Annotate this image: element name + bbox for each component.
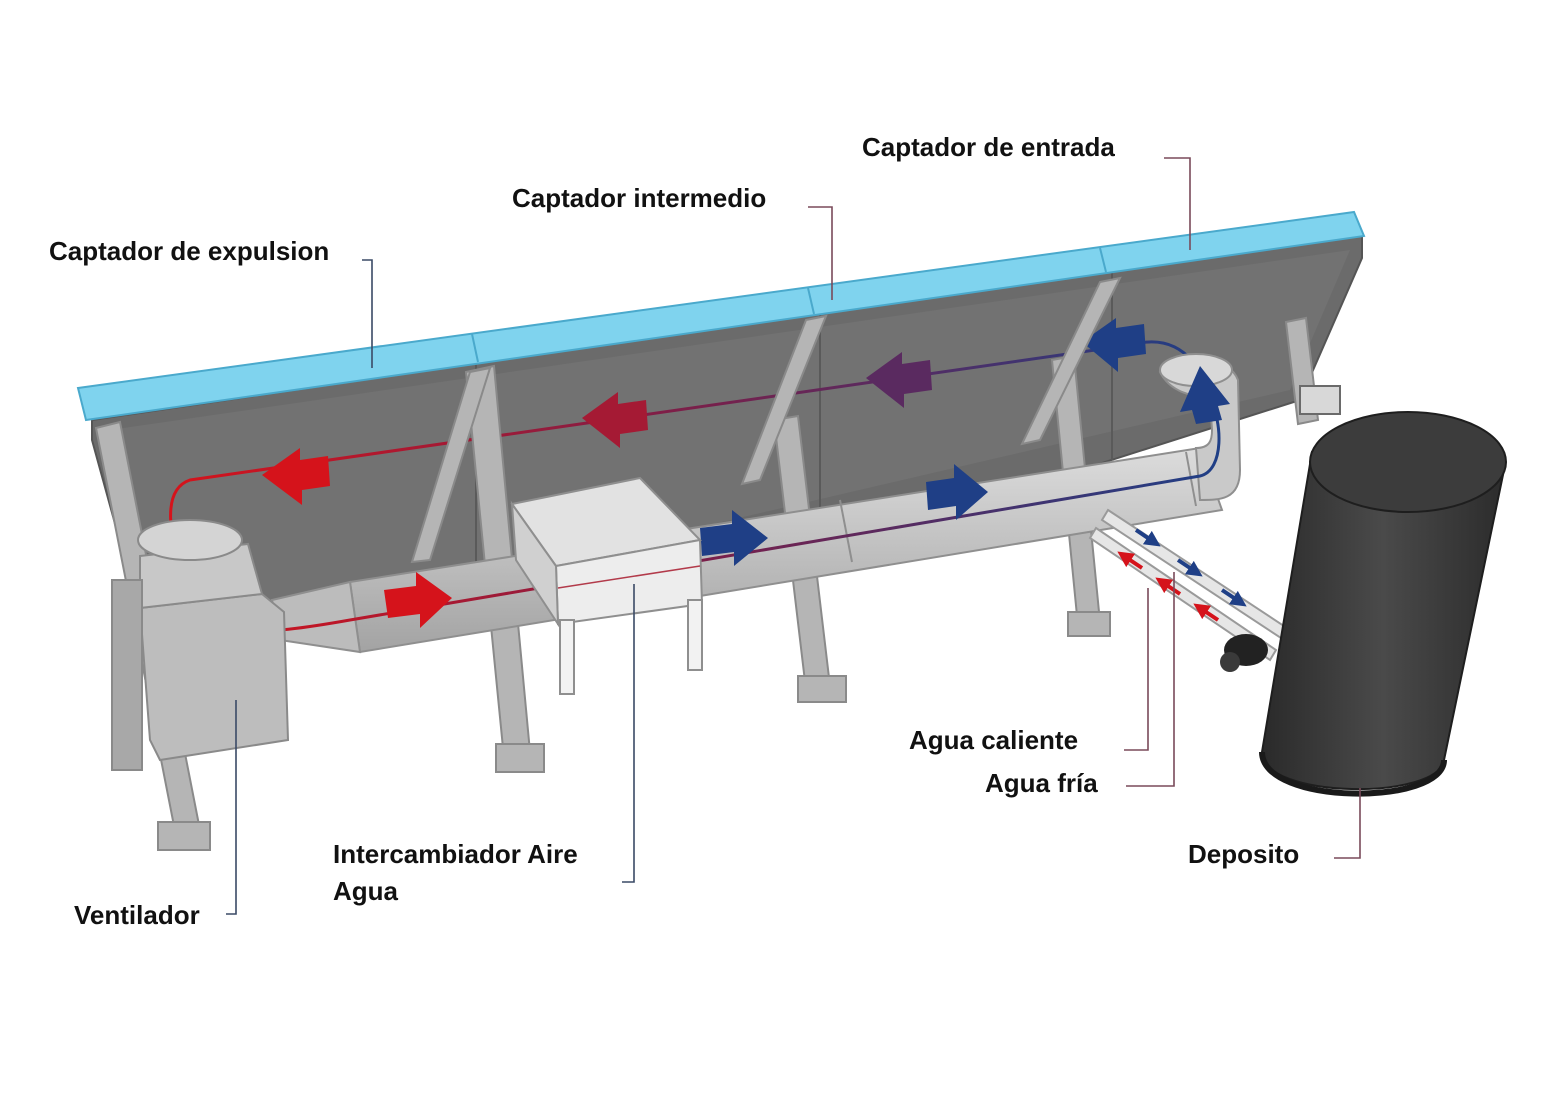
- pipe-cold-arrow: [1220, 588, 1247, 607]
- pipe-hot-arrow: [1193, 603, 1220, 622]
- pipe-hot-arrow: [1155, 577, 1182, 596]
- label-captador-expulsion: Captador de expulsion: [49, 236, 330, 266]
- panel-glazing-top: [76, 210, 1366, 422]
- exchanger-leg: [687, 599, 703, 671]
- support-brace: [740, 314, 828, 486]
- label-deposito: Deposito: [1188, 839, 1300, 869]
- exchanger-flow-line: [557, 565, 701, 589]
- glazing-joint: [807, 287, 815, 315]
- hot-arrow-right: [384, 572, 452, 628]
- pipe-cold-arrow: [1134, 528, 1161, 547]
- leader-captador-intermedio: [808, 206, 833, 300]
- controller-box: [1299, 385, 1341, 415]
- storage-tank: [1259, 411, 1507, 797]
- label-intercambiador-line2: Agua: [333, 876, 398, 906]
- collector-panel-array: [76, 210, 1366, 642]
- cold-arrow-right: [926, 464, 988, 520]
- warm-arrow-left: [582, 392, 648, 448]
- fan-inlet: [137, 519, 243, 561]
- leader-captador-entrada: [1164, 157, 1191, 250]
- glazing-joint: [1099, 247, 1107, 273]
- leader-agua-caliente: [1124, 588, 1149, 751]
- label-agua-caliente: Agua caliente: [909, 725, 1079, 755]
- panel-face-shade: [110, 250, 1350, 620]
- support-foot: [1067, 611, 1111, 637]
- leader-ventilador: [226, 700, 237, 915]
- label-agua-fria: Agua fría: [985, 768, 1098, 798]
- pump-motor: [1220, 652, 1240, 672]
- label-captador-intermedio: Captador intermedio: [512, 183, 767, 213]
- support-brace: [410, 366, 492, 564]
- cold-arrow-up: [1180, 366, 1230, 424]
- fan-side-plate: [111, 579, 143, 771]
- label-intercambiador-line1: Intercambiador Aire: [333, 839, 578, 869]
- support-brace: [1020, 276, 1122, 446]
- leader-agua-fria: [1126, 572, 1175, 787]
- fan-housing: [138, 592, 290, 762]
- mixed-arrow-left: [866, 352, 932, 408]
- tank-bottom-ring: [1259, 751, 1447, 797]
- fan-unit: [111, 519, 290, 771]
- tank-top: [1309, 411, 1507, 513]
- label-captador-entrada: Captador de entrada: [862, 132, 1115, 162]
- hot-arrow-left: [262, 448, 330, 505]
- exchanger-leg: [559, 619, 575, 695]
- label-ventilador: Ventilador: [74, 900, 200, 930]
- leader-intercambiador: [622, 584, 635, 883]
- pipe-hot: [1088, 526, 1278, 662]
- leader-deposito: [1334, 788, 1361, 859]
- support-foot: [495, 743, 545, 773]
- leader-lines: [226, 157, 1361, 915]
- pipe-hot-arrow: [1117, 551, 1144, 570]
- pipe-cold: [1100, 508, 1292, 642]
- heat-exchanger: [510, 476, 704, 695]
- exchanger-side: [510, 500, 560, 628]
- leader-captador-expulsion: [362, 259, 373, 368]
- water-pipes: [1088, 385, 1341, 672]
- support-foot: [797, 675, 847, 703]
- cold-arrow-right: [700, 510, 768, 566]
- pipe-cold-arrow: [1176, 558, 1203, 577]
- support-foot: [157, 821, 211, 851]
- duct-joint: [839, 499, 853, 563]
- glazing-joint: [471, 333, 479, 363]
- cold-arrow-left: [1082, 318, 1146, 372]
